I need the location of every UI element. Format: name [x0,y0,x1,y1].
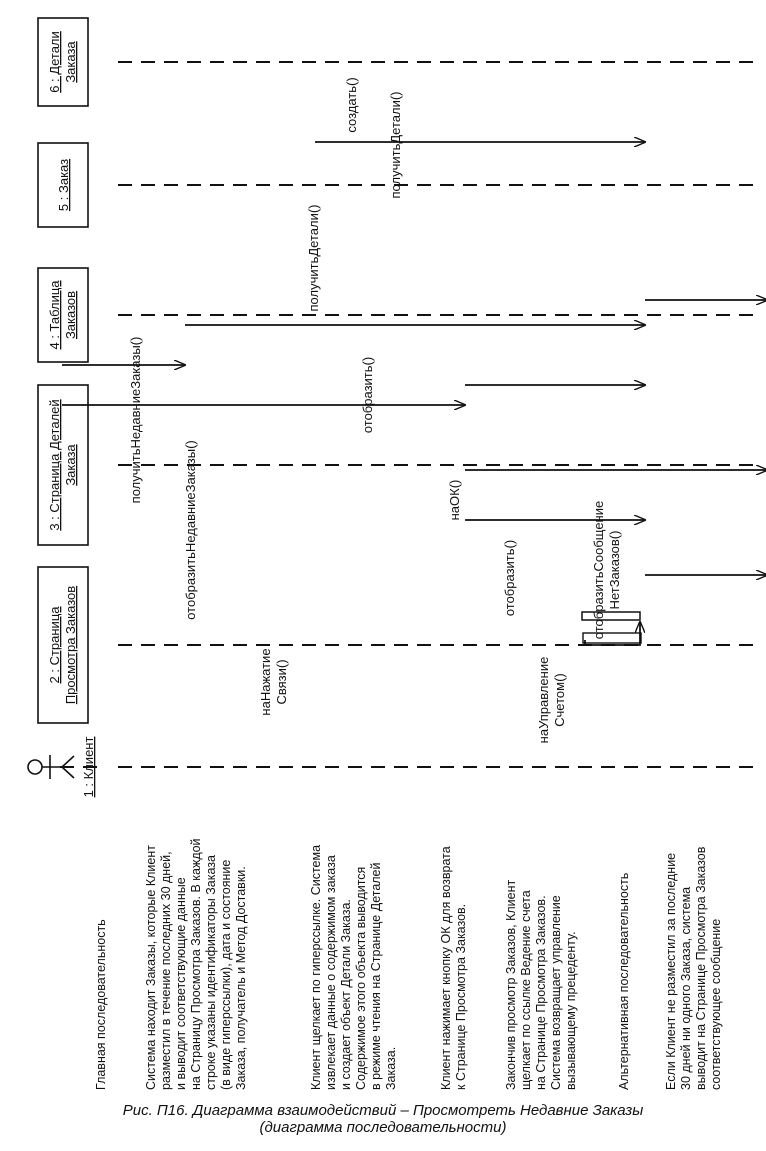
figure-caption: Рис. П16. Диаграмма взаимодействий – Про… [0,1102,766,1136]
object-order: 5 : Заказ [37,142,89,228]
msg-display: отобразить() [360,357,375,433]
note-main-sequence: Главная последовательность [94,919,108,1090]
note-7-line3: выводит на Странице Просмотра Заказов [694,846,708,1090]
msg-on-account-line1: наУправление [536,657,551,744]
msg-get-details: получитьДетали() [306,205,321,312]
caption-line2: (диаграмма последовательности) [259,1119,507,1136]
object-orders-table: 4 : Таблица Заказов [37,267,89,363]
note-5-line2: щелкает по ссылке Ведение счета [519,890,533,1090]
object-order-details-line1: 6 : Детали [47,31,62,93]
msg-get-details-2: получитьДетали() [388,92,403,199]
msg-on-link-click-line2: Связи() [274,659,289,704]
object-orders-page: 2 : Страница Просмотра Заказов [37,566,89,724]
object-order-details-page-line2: Заказа [63,444,78,486]
msg-on-link-click-line1: наНажатие [258,648,273,715]
note-3-line4: Содержимое этого объекта выводится [354,867,368,1090]
note-2-line2: разместил в течение последних 30 дней, [159,851,173,1090]
note-3-line1: Клиент щелкает по гиперссылке. Система [309,845,323,1090]
note-2-line7: Заказа, получатель и Метод Доставки. [234,866,248,1090]
note-2-line5: строке указаны идентификаторы Заказа [204,855,218,1090]
note-4-line2: к Странице Просмотра Заказов. [454,904,468,1090]
msg-show-recent-orders-arrow [584,622,640,646]
actor-client-icon [27,755,75,779]
activation-message-box [582,632,642,644]
note-5-line1: Закончив просмотр Заказов, Клиент [504,879,518,1090]
note-7-line2: 30 дней ни одного Заказа, система [679,887,693,1090]
note-7-line4: соответствующее сообщение [709,919,723,1090]
object-orders-table-line1: 4 : Таблица [47,280,62,350]
note-alt-sequence: Альтернативная последовательность [617,873,631,1090]
msg-no-orders-line1: отобразитьСообщение [591,501,606,639]
msg-display-2: отобразить() [502,540,517,616]
object-order-line1: 5 : Заказ [56,159,71,211]
actor-client-label: 1 : Клиент [81,737,96,798]
note-5-line5: вызывающему прецеденту. [564,931,578,1090]
note-2-line4: на Страницу Просмотра Заказов. В каждой [189,838,203,1090]
msg-show-recent-orders: отобразитьНедавниеЗаказы() [183,440,198,620]
note-3-line5: в режиме чтения на Странице Деталей [369,862,383,1090]
note-5-line4: Система возвращает управление [549,895,563,1090]
msg-get-recent-orders: получитьНедавниеЗаказы() [128,337,143,504]
object-orders-page-line2: Просмотра Заказов [63,586,78,704]
note-3-line6: Заказа. [384,1047,398,1090]
object-order-details-page-line1: 3 : Страница Деталей [47,399,62,530]
object-orders-table-line2: Заказов [63,291,78,339]
note-3-line3: и создает объект Детали Заказа. [339,899,353,1090]
note-7-line1: Если Клиент не разместил за последние [664,853,678,1090]
msg-create: создать() [344,77,359,132]
msg-on-ok: наОК() [447,480,462,521]
sequence-diagram: 2 : Страница Просмотра Заказов 3 : Стран… [27,17,766,1090]
object-orders-page-line1: 2 : Страница [47,606,62,684]
note-2-line1: Система находит Заказы, которые Клиент [144,845,158,1090]
msg-on-account-line2: Счетом() [552,673,567,726]
msg-no-orders-line2: НетЗаказов() [607,531,622,610]
object-order-details-line2: Заказа [63,41,78,83]
caption-line1: Рис. П16. Диаграмма взаимодействий – Про… [122,1102,644,1119]
note-2-line3: и выводит соответствующие данные [174,877,188,1090]
activation-self-call [581,611,641,621]
object-order-details-page: 3 : Страница Деталей Заказа [37,384,89,546]
object-order-details: 6 : Детали Заказа [37,17,89,107]
note-4-line1: Клиент нажимает кнопку ОК для возврата [439,846,453,1090]
note-3-line2: извлекает данные о содержимом заказа [324,855,338,1090]
note-5-line3: на Странице Просмотра Заказов. [534,895,548,1090]
note-2-line6: (в виде гиперссылки), дата и состояние [219,860,233,1090]
